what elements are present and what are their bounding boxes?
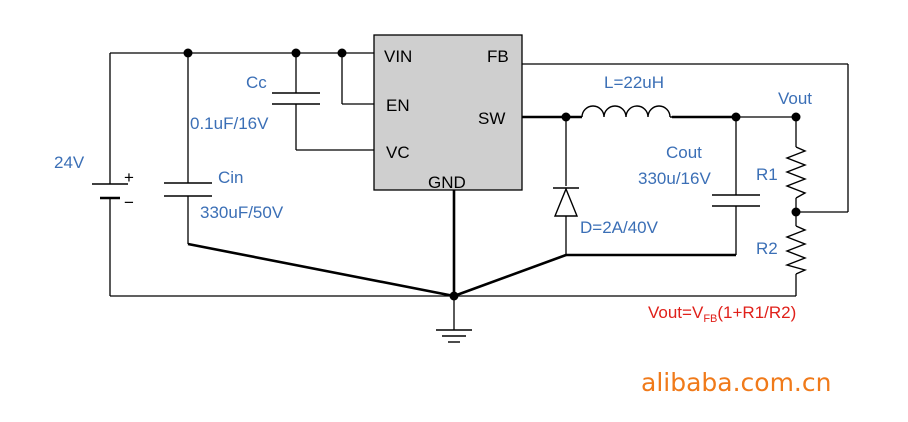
cin-ground-wire (187, 242, 455, 298)
pin-en-label: EN (386, 96, 410, 115)
source-voltage-label: 24V (54, 153, 85, 172)
battery-minus-label: − (124, 193, 134, 212)
watermark-text: alibaba.com.cn (641, 368, 831, 397)
cc-value-label: 0.1uF/16V (190, 114, 269, 133)
pin-fb-label: FB (487, 47, 509, 66)
junction-dots (183, 48, 801, 301)
cout-capacitor-symbol (712, 194, 760, 207)
cin-value-label: 330uF/50V (200, 203, 284, 222)
pin-sw-label: SW (478, 109, 505, 128)
pin-vin-label: VIN (384, 47, 412, 66)
cout-value-label: 330u/16V (638, 169, 711, 188)
cin-capacitor-symbol (164, 182, 212, 197)
r2-name-label: R2 (756, 239, 778, 258)
diode-ground-wire (453, 253, 567, 298)
pin-vc-label: VC (386, 143, 410, 162)
r2-resistor-symbol (784, 225, 808, 275)
cc-capacitor-symbol (272, 92, 320, 105)
cout-name-label: Cout (666, 143, 702, 162)
diode-symbol (553, 187, 579, 217)
ground-symbol (436, 329, 472, 343)
battery-plus-label: + (124, 168, 134, 187)
r1-resistor-symbol (785, 146, 807, 199)
cin-name-label: Cin (218, 168, 244, 187)
diode-label: D=2A/40V (580, 218, 659, 237)
ic-body (373, 34, 523, 191)
inductor-label: L=22uH (604, 73, 664, 92)
inductor-symbol (581, 105, 672, 118)
vout-label: Vout (778, 89, 812, 108)
vout-formula: Vout=VFB(1+R1/R2) (648, 303, 796, 325)
cc-name-label: Cc (246, 73, 267, 92)
pin-gnd-label: GND (428, 173, 466, 192)
battery-symbol (92, 183, 128, 200)
r1-name-label: R1 (756, 165, 778, 184)
